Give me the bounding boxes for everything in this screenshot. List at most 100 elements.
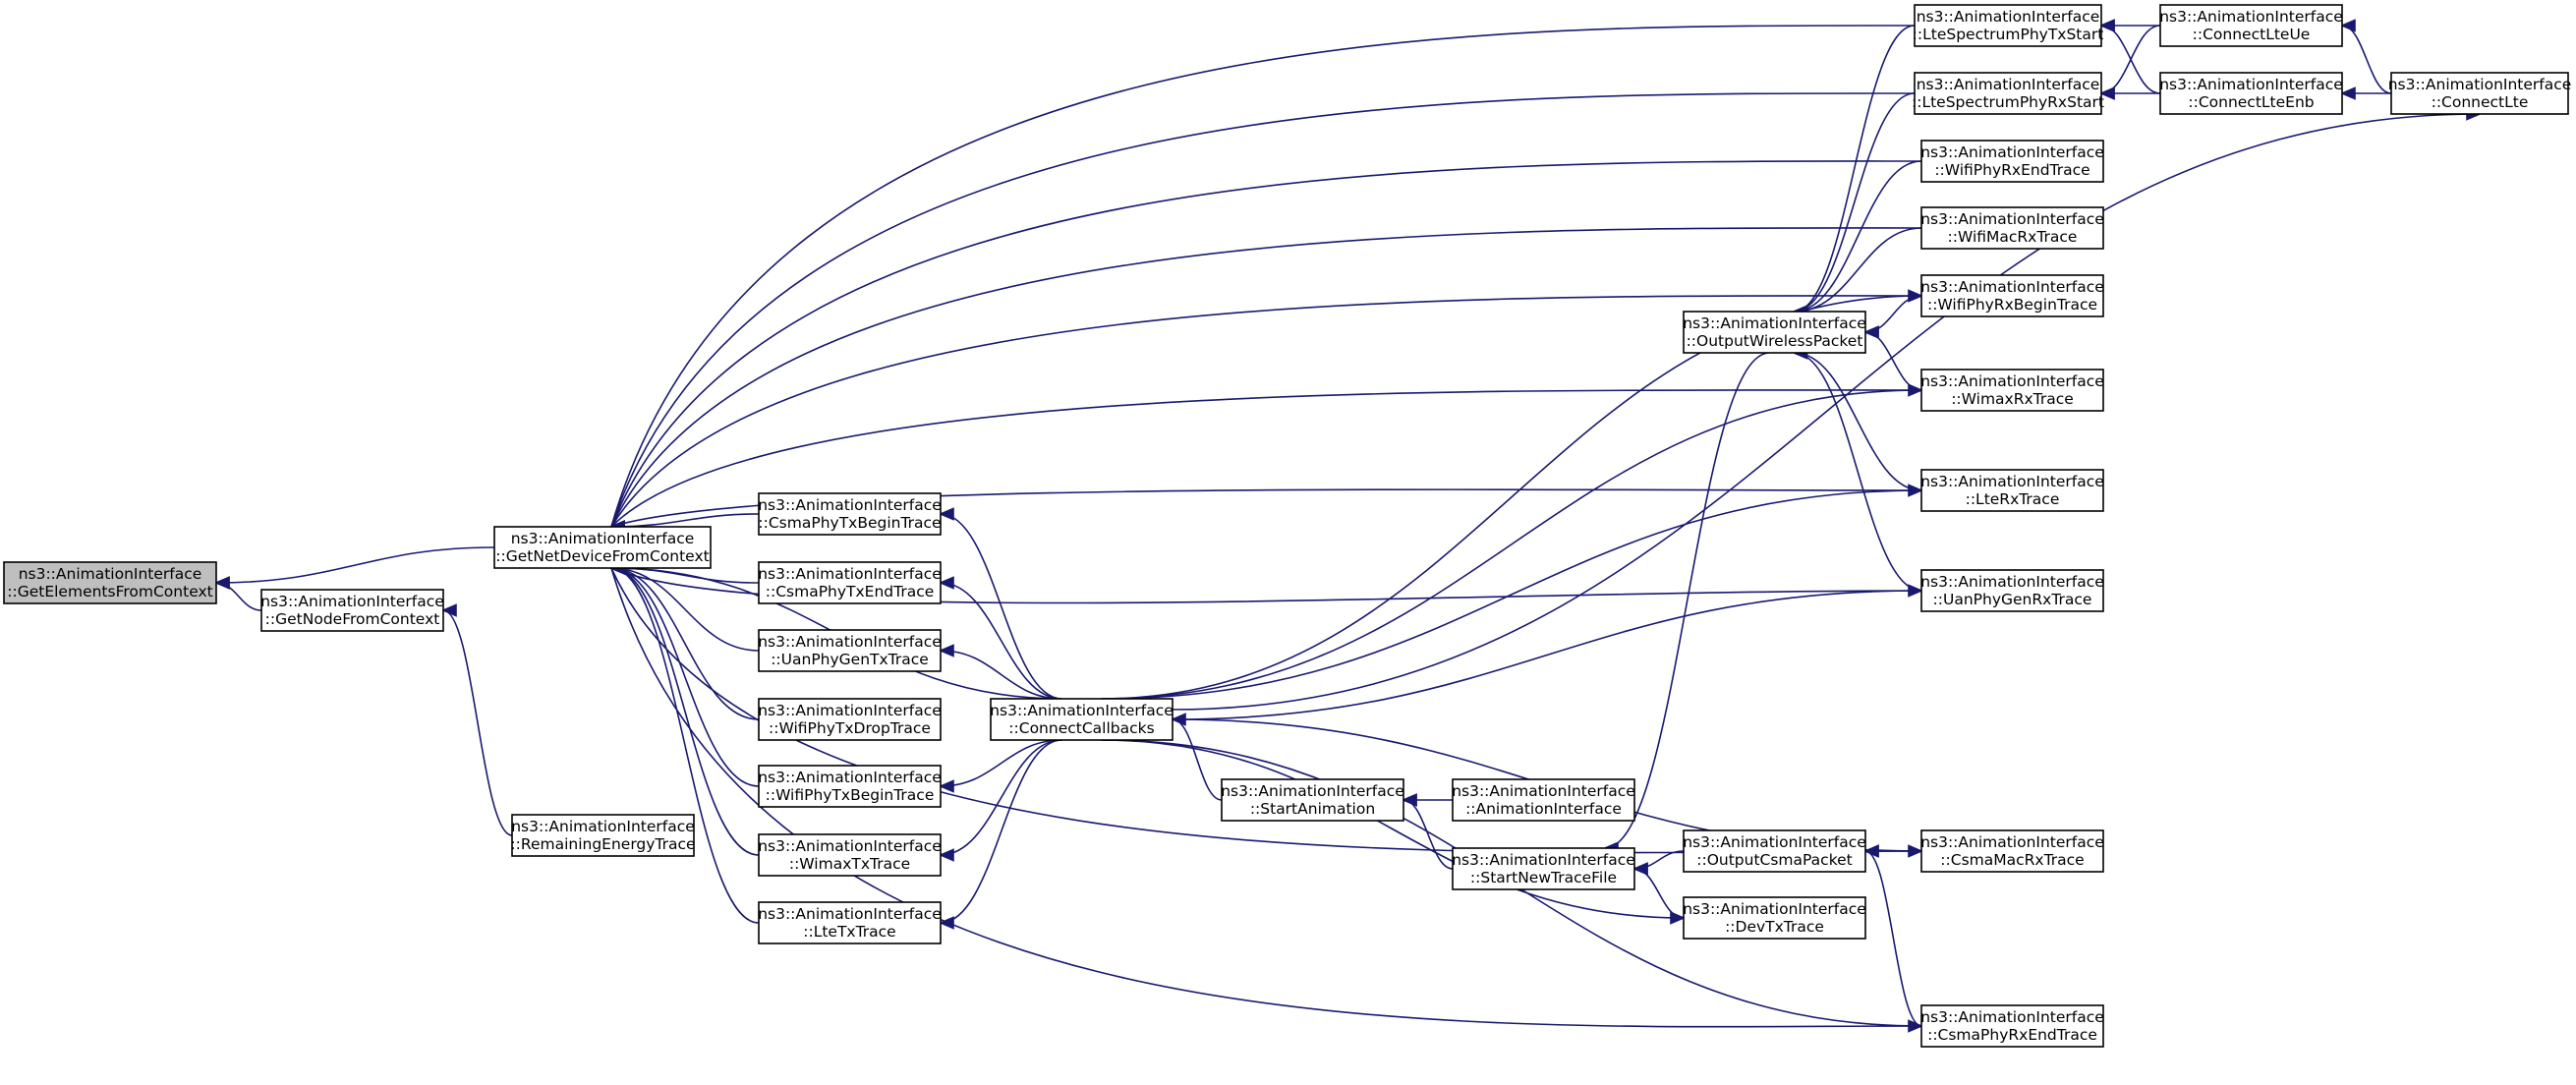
node-label-method: ::StartNewTraceFile <box>1470 869 1617 886</box>
edge-line <box>610 160 1922 528</box>
edge-line <box>1101 389 1922 700</box>
graph-node-remainingenergy[interactable]: ns3::AnimationInterface::RemainingEnergy… <box>510 814 696 857</box>
graph-edge <box>1862 844 1922 1027</box>
node-label-method: ::GetElementsFromContext <box>7 583 212 600</box>
node-label-method: ::CsmaPhyTxBeginTrace <box>758 514 941 532</box>
graph-edge <box>1862 325 1922 391</box>
graph-node-ltespectxstart[interactable]: ns3::AnimationInterface::LteSpectrumPhyT… <box>1913 4 2104 47</box>
graph-node-outputwireless[interactable]: ns3::AnimationInterface::OutputWirelessP… <box>1683 311 1866 354</box>
node-box <box>1920 206 2104 250</box>
graph-node-wimaxrx[interactable]: ns3::AnimationInterface::WimaxRxTrace <box>1920 369 2104 412</box>
graph-edge <box>2339 86 2391 100</box>
node-label-namespace: ns3::AnimationInterface <box>758 905 942 923</box>
node-label-namespace: ns3::AnimationInterface <box>1920 278 2104 296</box>
node-label-method: ::WifiMacRxTrace <box>1948 228 2078 246</box>
arrowhead-icon <box>1862 325 1879 339</box>
graph-node-devtx[interactable]: ns3::AnimationInterface::DevTxTrace <box>1683 896 1866 940</box>
graph-node-ltespecrxstart[interactable]: ns3::AnimationInterface::LteSpectrumPhyR… <box>1912 72 2104 115</box>
node-box <box>1920 140 2104 183</box>
graph-edge <box>2098 19 2161 94</box>
graph-edge <box>1101 739 1687 925</box>
edge-line <box>610 25 1916 528</box>
node-label-method: ::LteTxTrace <box>803 923 895 941</box>
node-label-namespace: ns3::AnimationInterface <box>2159 76 2343 93</box>
node-box <box>990 698 1174 741</box>
arrowhead-icon <box>938 848 954 862</box>
graph-nodes: ns3::AnimationInterface::GetElementsFrom… <box>3 4 2572 1048</box>
node-box <box>3 561 217 604</box>
node-label-method: ::WimaxTxTrace <box>789 855 910 873</box>
graph-node-wimaxtx[interactable]: ns3::AnimationInterface::WimaxTxTrace <box>758 833 942 877</box>
edge-line <box>1101 489 1922 700</box>
graph-node-csmaphytxend[interactable]: ns3::AnimationInterface::CsmaPhyTxEndTra… <box>758 561 942 604</box>
edge-line <box>610 227 1922 528</box>
graph-edge <box>938 739 1062 930</box>
graph-node-csmaphytxbegin[interactable]: ns3::AnimationInterface::CsmaPhyTxBeginT… <box>758 492 942 536</box>
graph-node-getnetdevice[interactable]: ns3::AnimationInterface::GetNetDeviceFro… <box>493 526 712 569</box>
edge-line <box>610 567 760 720</box>
node-label-namespace: ns3::AnimationInterface <box>1920 473 2104 490</box>
graph-node-animationinterface[interactable]: ns3::AnimationInterface::AnimationInterf… <box>1452 778 1635 822</box>
node-box <box>1914 72 2102 115</box>
node-label-namespace: ns3::AnimationInterface <box>511 530 695 547</box>
arrowhead-icon <box>1908 484 1924 497</box>
node-box <box>1683 311 1866 354</box>
graph-node-csmaphyrxend[interactable]: ns3::AnimationInterface::CsmaPhyRxEndTra… <box>1920 1004 2104 1048</box>
node-label-method: ::AnimationInterface <box>1465 800 1622 818</box>
graph-node-wifimacrx[interactable]: ns3::AnimationInterface::WifiMacRxTrace <box>1920 206 2104 250</box>
edge-line <box>2341 25 2392 94</box>
node-label-method: ::RemainingEnergyTrace <box>510 835 695 853</box>
node-label-namespace: ns3::AnimationInterface <box>1452 851 1635 869</box>
graph-node-ltetx[interactable]: ns3::AnimationInterface::LteTxTrace <box>758 901 942 944</box>
node-label-namespace: ns3::AnimationInterface <box>2388 76 2572 93</box>
arrowhead-icon <box>2098 86 2115 100</box>
node-label-method: ::CsmaMacRxTrace <box>1940 851 2084 869</box>
edge-line <box>1604 352 1770 849</box>
node-box <box>1452 778 1635 822</box>
graph-node-wifiphyrxend[interactable]: ns3::AnimationInterface::WifiPhyRxEndTra… <box>1920 140 2104 183</box>
graph-node-wifiphytxdrop[interactable]: ns3::AnimationInterface::WifiPhyTxDropTr… <box>758 698 942 741</box>
graph-node-startanimation[interactable]: ns3::AnimationInterface::StartAnimation <box>1221 778 1404 822</box>
graph-node-csmamacrx[interactable]: ns3::AnimationInterface::CsmaMacRxTrace <box>1920 829 2104 873</box>
graph-node-connectcallbacks[interactable]: ns3::AnimationInterface::ConnectCallback… <box>990 698 1174 741</box>
graph-node-wifiphytxbegin[interactable]: ns3::AnimationInterface::WifiPhyTxBeginT… <box>758 765 942 808</box>
graph-node-lterx[interactable]: ns3::AnimationInterface::LteRxTrace <box>1920 469 2104 512</box>
node-box <box>260 589 444 632</box>
arrowhead-icon <box>213 576 230 590</box>
node-box <box>2390 72 2569 115</box>
graph-node-outputcsmapacket[interactable]: ns3::AnimationInterface::OutputCsmaPacke… <box>1683 829 1866 873</box>
node-box <box>758 901 942 944</box>
node-label-method: ::LteSpectrumPhyRxStart <box>1912 93 2104 111</box>
graph-edge <box>1631 862 1685 919</box>
node-label-method: ::CsmaPhyRxEndTrace <box>1927 1026 2097 1044</box>
node-box <box>758 492 942 536</box>
arrowhead-icon <box>938 779 954 793</box>
graph-node-connectlteue[interactable]: ns3::AnimationInterface::ConnectLteUe <box>2159 4 2343 47</box>
graph-edge <box>1170 713 1223 801</box>
node-label-namespace: ns3::AnimationInterface <box>758 702 942 719</box>
node-label-method: ::DevTxTrace <box>1725 918 1824 936</box>
arrowhead-icon <box>2339 19 2356 32</box>
graph-edge <box>1172 584 1924 720</box>
edge-line <box>940 513 1062 700</box>
node-label-namespace: ns3::AnimationInterface <box>1920 573 2104 591</box>
graph-node-startnewtracefile[interactable]: ns3::AnimationInterface::StartNewTraceFi… <box>1452 847 1635 890</box>
node-box <box>511 814 695 857</box>
graph-node-uanphygenrx[interactable]: ns3::AnimationInterface::UanPhyGenRxTrac… <box>1920 569 2104 612</box>
graph-node-uanphygentx[interactable]: ns3::AnimationInterface::UanPhyGenTxTrac… <box>758 629 942 672</box>
node-label-namespace: ns3::AnimationInterface <box>990 702 1174 719</box>
node-label-namespace: ns3::AnimationInterface <box>1920 833 2104 851</box>
edge-line <box>610 567 1922 604</box>
graph-node-connectlte[interactable]: ns3::AnimationInterface::ConnectLte <box>2388 72 2572 115</box>
graph-node-getnode[interactable]: ns3::AnimationInterface::GetNodeFromCont… <box>260 589 444 632</box>
graph-node-connectlteenb[interactable]: ns3::AnimationInterface::ConnectLteEnb <box>2159 72 2343 115</box>
edge-line <box>610 295 1922 528</box>
edge-line <box>215 582 262 611</box>
graph-node-wifiphyrxbegin[interactable]: ns3::AnimationInterface::WifiPhyRxBeginT… <box>1920 274 2104 317</box>
arrowhead-icon <box>1908 1019 1924 1033</box>
graph-edge <box>1792 92 1916 318</box>
graph-edge <box>608 561 760 787</box>
edge-line <box>940 739 1062 924</box>
node-box <box>1221 778 1404 822</box>
